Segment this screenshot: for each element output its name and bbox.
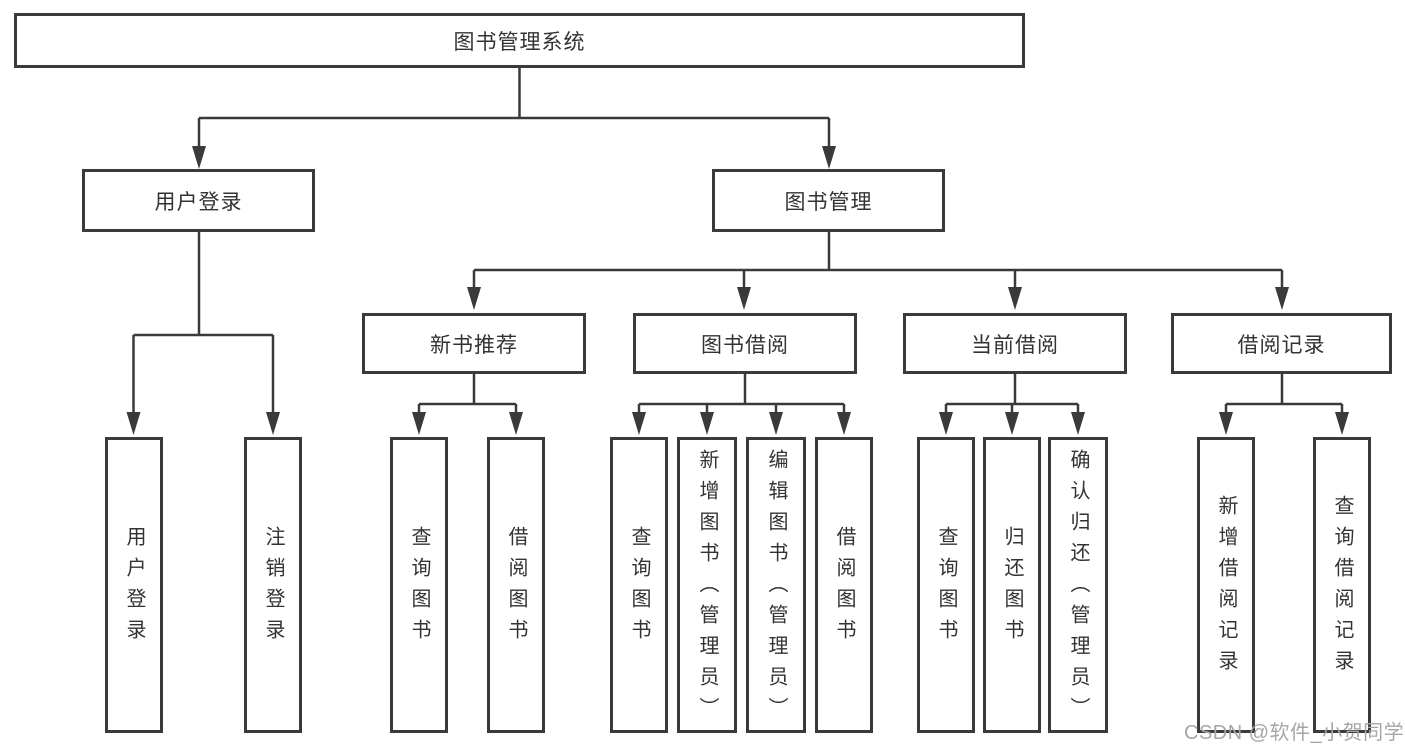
node-leaf-user-login: 用户登录 <box>105 437 163 733</box>
node-leaf-add-borrow-record: 新增借阅记录 <box>1197 437 1255 733</box>
node-leaf-confirm-return-admin: 确认归还（管理员） <box>1048 437 1108 733</box>
node-book-management: 图书管理 <box>712 169 945 232</box>
connector-book-mgmt-level3 <box>467 232 1289 310</box>
node-new-book-recommend: 新书推荐 <box>362 313 586 374</box>
node-leaf-query-borrow-record: 查询借阅记录 <box>1313 437 1371 733</box>
connector-book-borrow-children <box>632 374 851 435</box>
node-leaf-logout: 注销登录 <box>244 437 302 733</box>
connector-user-login-children <box>126 232 280 435</box>
node-leaf-add-books-admin: 新增图书（管理员） <box>677 437 737 733</box>
connector-root-to-level2 <box>192 68 836 169</box>
node-leaf-borrow-books-recommend: 借阅图书 <box>487 437 545 733</box>
node-user-login: 用户登录 <box>82 169 315 232</box>
node-leaf-query-books-borrowing: 查询图书 <box>610 437 668 733</box>
connector-borrow-records-children <box>1219 374 1349 435</box>
node-current-borrowing: 当前借阅 <box>903 313 1127 374</box>
csdn-watermark: CSDN @软件_小贺同学 <box>1184 722 1405 744</box>
node-borrow-records: 借阅记录 <box>1171 313 1392 374</box>
node-leaf-return-books: 归还图书 <box>983 437 1041 733</box>
node-leaf-query-books-current: 查询图书 <box>917 437 975 733</box>
node-leaf-query-books-recommend: 查询图书 <box>390 437 448 733</box>
connector-new-books-children <box>412 374 523 435</box>
node-library-system: 图书管理系统 <box>14 13 1025 68</box>
connector-current-borrow-children <box>939 374 1085 435</box>
node-leaf-borrow-books: 借阅图书 <box>815 437 873 733</box>
node-book-borrowing: 图书借阅 <box>633 313 857 374</box>
node-leaf-edit-books-admin: 编辑图书（管理员） <box>746 437 806 733</box>
